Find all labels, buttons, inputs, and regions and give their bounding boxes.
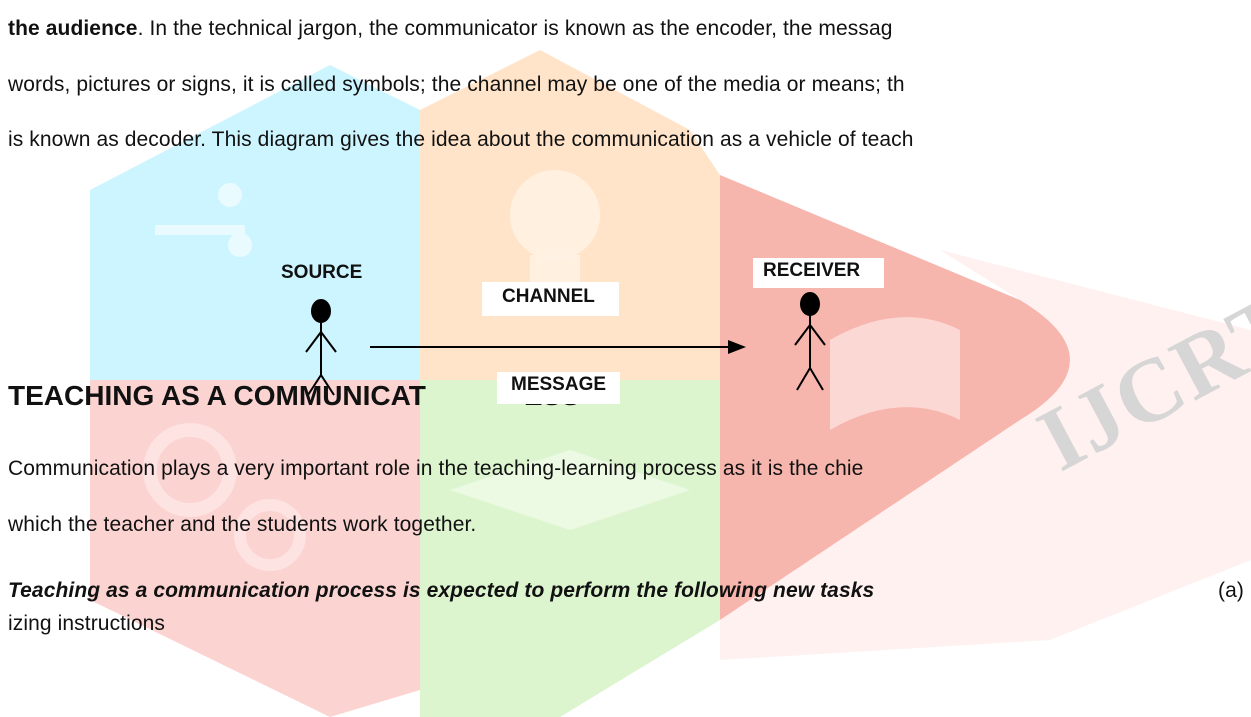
watermark-green-panel <box>420 380 720 717</box>
paragraph2-line1: Communication plays a very important rol… <box>8 457 864 480</box>
tasks-italic: Teaching as a communication process is e… <box>8 579 875 602</box>
tasks-line1: Teaching as a communication process is e… <box>8 579 1244 603</box>
tasks-line2: izing instructions <box>8 612 166 635</box>
section-heading: TEACHING AS A COMMUNICATESS <box>8 380 580 412</box>
message-arrow <box>370 340 746 354</box>
paragraph1-line1: the audience. In the technical jargon, t… <box>8 17 893 41</box>
receiver-label: RECEIVER <box>753 258 885 288</box>
source-label: SOURCE <box>281 262 363 283</box>
receiver-figure <box>794 292 826 391</box>
paragraph1-line2: words, pictures or signs, it is called s… <box>8 73 905 96</box>
channel-label: CHANNEL <box>482 282 619 316</box>
paragraph1-line3: is known as decoder. This diagram gives … <box>8 128 914 151</box>
text: . In the technical jargon, the communica… <box>137 17 893 40</box>
tasks-marker: (a) <box>1218 579 1244 602</box>
source-figure <box>305 299 337 396</box>
message-label: MESSAGE <box>497 372 621 404</box>
watermark-cyan-panel <box>90 65 420 380</box>
bold-text: the audience <box>8 17 138 40</box>
heading-part1: TEACHING AS A COMMUNICAT <box>8 380 426 411</box>
paragraph2-line2: which the teacher and the students work … <box>8 513 477 536</box>
watermark-pink-panel <box>90 380 420 717</box>
